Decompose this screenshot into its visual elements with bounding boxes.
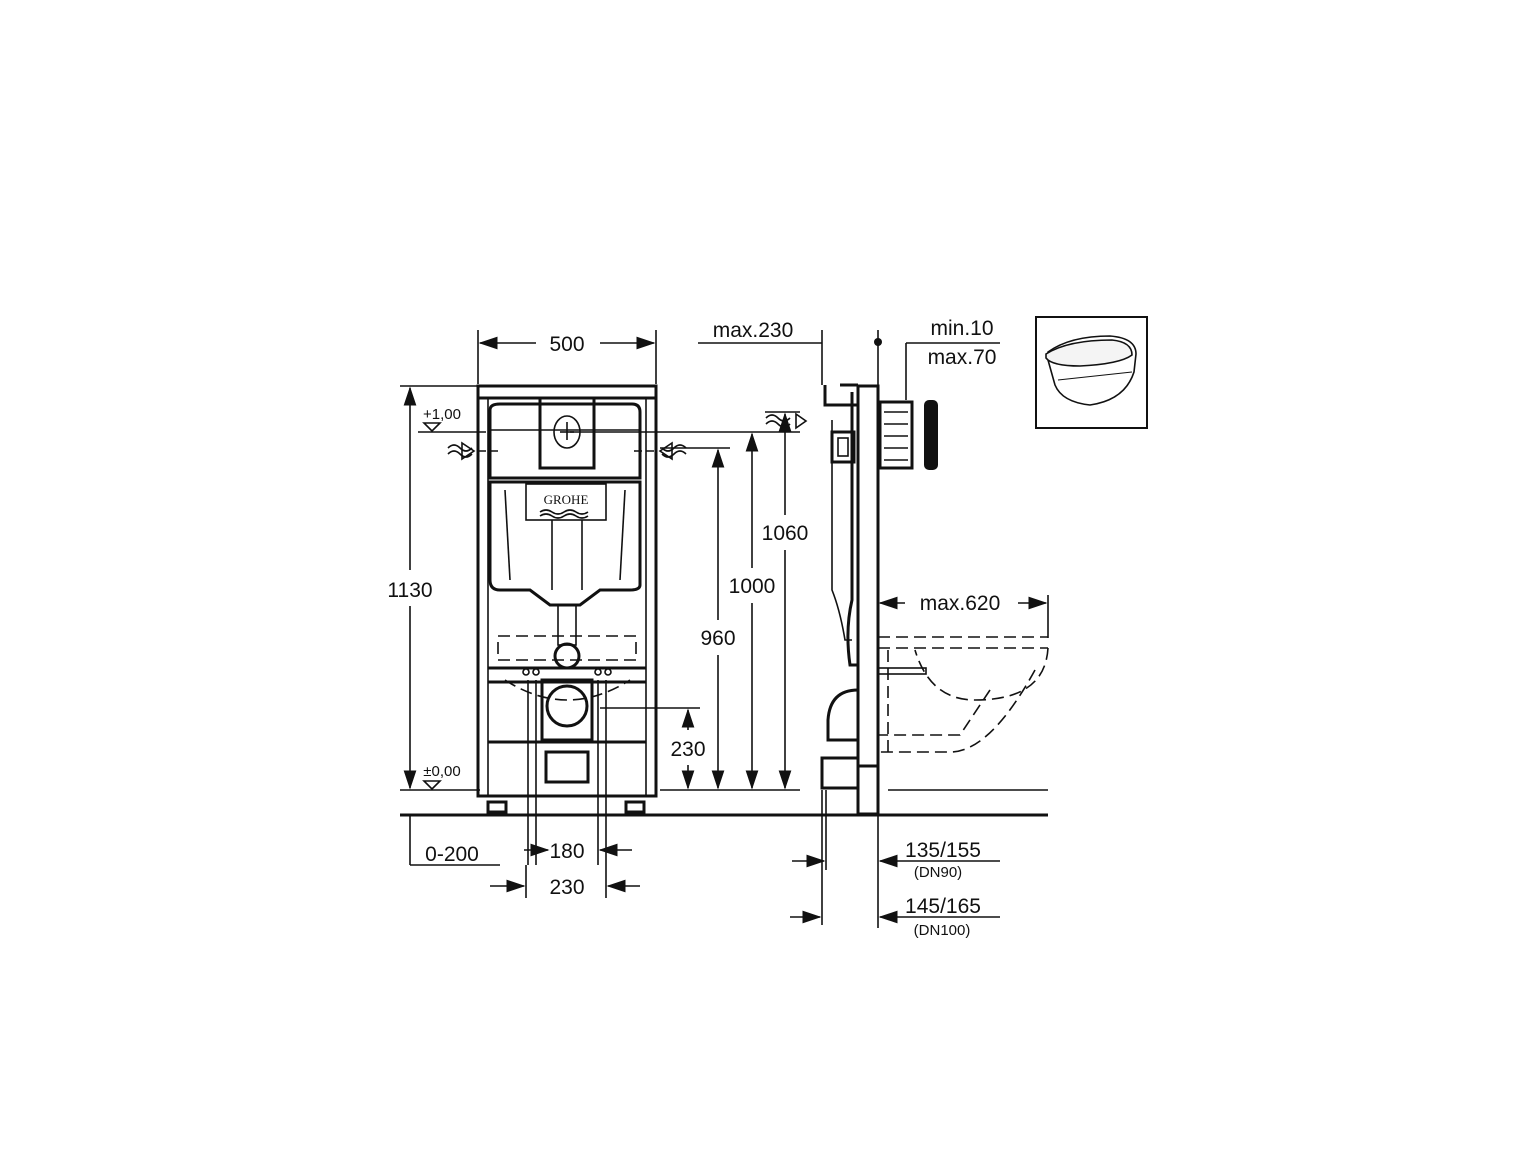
dim-960: 960 bbox=[700, 627, 735, 650]
dim-max-620: max.620 bbox=[920, 592, 1001, 615]
dim-width-500: 500 bbox=[549, 333, 584, 356]
dim-bolts-outer-230: 230 bbox=[549, 876, 584, 899]
level-top-label: +1,00 bbox=[423, 406, 461, 423]
side-view bbox=[765, 383, 1049, 816]
dim-height-1130: 1130 bbox=[387, 579, 432, 602]
toilet-bowl-dashed bbox=[877, 636, 1049, 753]
dn90-label: (DN90) bbox=[914, 864, 962, 881]
valve-box bbox=[830, 430, 856, 464]
dn100-label: (DN100) bbox=[914, 922, 971, 939]
side-dimensions: max.230 min.10 max.70 max.620 135/155 (D… bbox=[698, 317, 1049, 939]
cistern-body bbox=[488, 480, 642, 607]
reference-dot bbox=[874, 338, 882, 346]
toilet-lid-icon bbox=[1045, 339, 1133, 367]
wall-hung-toilet-thumbnail bbox=[1035, 316, 1148, 429]
dim-outlet-230: 230 bbox=[670, 738, 705, 761]
dim-145-165: 145/165 bbox=[905, 895, 981, 918]
dim-max-70: max.70 bbox=[928, 346, 997, 369]
front-dimensions: 500 1130 +1,00 ±0,00 960 1000 1060 230 0… bbox=[384, 330, 1048, 899]
frame-outer bbox=[476, 384, 658, 798]
grohe-logo: GROHE bbox=[544, 492, 589, 507]
flush-plate bbox=[538, 396, 596, 470]
dim-1000: 1000 bbox=[729, 575, 776, 598]
outlet-pipe bbox=[545, 684, 589, 728]
dim-1060: 1060 bbox=[762, 522, 809, 545]
dim-bolts-180: 180 bbox=[549, 840, 584, 863]
flush-button-side bbox=[924, 400, 938, 470]
cistern-top bbox=[488, 402, 642, 480]
flush-plate-side bbox=[878, 400, 914, 470]
dim-foot-0-200: 0-200 bbox=[425, 843, 479, 866]
dim-max-230: max.230 bbox=[713, 319, 794, 342]
dim-min-10: min.10 bbox=[930, 317, 993, 340]
front-view: GROHE bbox=[447, 384, 687, 814]
dim-135-155: 135/155 bbox=[905, 839, 981, 862]
level-floor-label: ±0,00 bbox=[423, 763, 460, 780]
grohe-logo-plate bbox=[525, 483, 607, 521]
outlet-bracket bbox=[540, 678, 594, 742]
